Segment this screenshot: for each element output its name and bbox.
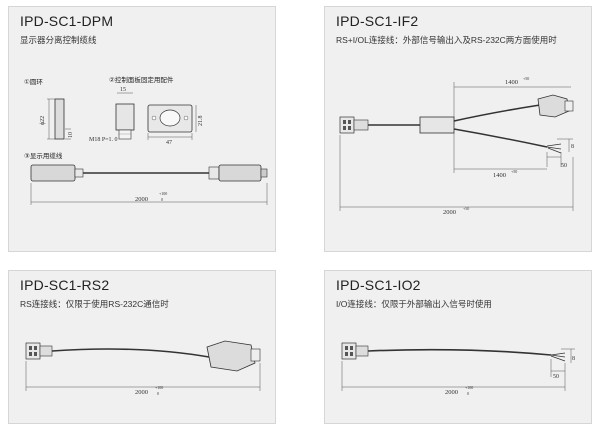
bracket-side: 15 M18 P=1. 0 [89, 87, 135, 143]
if2-upper-connector [537, 94, 574, 118]
panel-title: IPD-SC1-RS2 [20, 277, 110, 293]
panel-ipd-sc1-rs2: IPD-SC1-RS2 RS连接线：仅限于使用RS-232C通信时 2000 +… [8, 270, 276, 424]
panel-ipd-sc1-if2: IPD-SC1-IF2 RS+I/OL连接线：外部信号输出入及RS-232C两方… [324, 6, 592, 252]
part-label-bracket: ②控制面板固定用配件 [109, 75, 174, 84]
io2-left-connector [341, 342, 369, 360]
rs2-drawing: 2000 +100 0 [25, 340, 261, 396]
panel-ipd-sc1-dpm: IPD-SC1-DPM 显示器分离控制缆线 ①圆环 ②控制面板固定用配件 ③显示… [8, 6, 276, 252]
dim-tol-top: +100 [465, 385, 473, 390]
panel-subtitle: 显示器分离控制缆线 [20, 35, 97, 45]
part-label-ring: ①圆环 [24, 78, 43, 86]
ring-part: ϕ22 10 [40, 98, 74, 140]
bracket-length: 47 [166, 140, 172, 146]
dim-strip-50: 50 [553, 374, 559, 380]
dim-total-length: 2000 [445, 389, 458, 396]
dim-bottom-tol: +50 [511, 169, 517, 174]
ring-diameter: ϕ22 [40, 116, 46, 125]
if2-drawing: 1400 +50 8 50 1400 +50 [339, 76, 574, 216]
dim-total-length: 2000 [443, 209, 456, 216]
dpm-drawing: ①圆环 ②控制面板固定用配件 ③显示用缆线 ϕ22 10 15 M18 P=1.… [24, 75, 268, 205]
dim-strip-50: 50 [561, 163, 567, 169]
dim-tol-bottom: 0 [467, 391, 469, 396]
panel-title: IPD-SC1-IO2 [336, 277, 421, 293]
dim-bottom-length: 1400 [493, 172, 506, 179]
dim-top-length: 1400 [505, 79, 518, 86]
io2-drawing: 8 50 2000 +100 0 [341, 342, 575, 396]
part-label-cable: ③显示用缆线 [24, 151, 63, 160]
cable-tol-top: +100 [159, 191, 167, 196]
bracket-thread: M18 P=1. 0 [89, 137, 118, 143]
dim-total-tol: +50 [463, 206, 469, 211]
cable-length: 2000 [135, 196, 148, 203]
ring-thickness: 10 [68, 132, 74, 138]
panel-subtitle: RS连接线：仅限于使用RS-232C通信时 [20, 299, 169, 309]
bracket-front: 47 21.8 [147, 104, 204, 146]
dim-strip-8: 8 [571, 144, 574, 150]
if2-left-connector [339, 116, 369, 134]
panel-title: IPD-SC1-DPM [20, 13, 114, 29]
dim-tol-top: +100 [155, 385, 163, 390]
cable-tol-bottom: 0 [161, 197, 163, 202]
panel-subtitle: RS+I/OL连接线：外部信号输出入及RS-232C两方面使用时 [336, 35, 557, 45]
bracket-width: 15 [120, 87, 126, 93]
rs2-right-connector [206, 340, 261, 372]
display-cable: 2000 +100 0 [30, 164, 268, 205]
dim-top-tol: +50 [523, 76, 529, 81]
dim-tol-bottom: 0 [157, 391, 159, 396]
dim-total-length: 2000 [135, 389, 148, 396]
dim-strip-8: 8 [572, 356, 575, 362]
panel-title: IPD-SC1-IF2 [336, 13, 419, 29]
panel-ipd-sc1-io2: IPD-SC1-IO2 I/O连接线：仅限于外部输出入信号时使用 8 50 20… [324, 270, 592, 424]
rs2-left-connector [25, 342, 53, 360]
panel-subtitle: I/O连接线：仅限于外部输出入信号时使用 [336, 299, 492, 309]
bracket-height: 21.8 [198, 116, 204, 127]
if2-split-block [419, 116, 455, 134]
